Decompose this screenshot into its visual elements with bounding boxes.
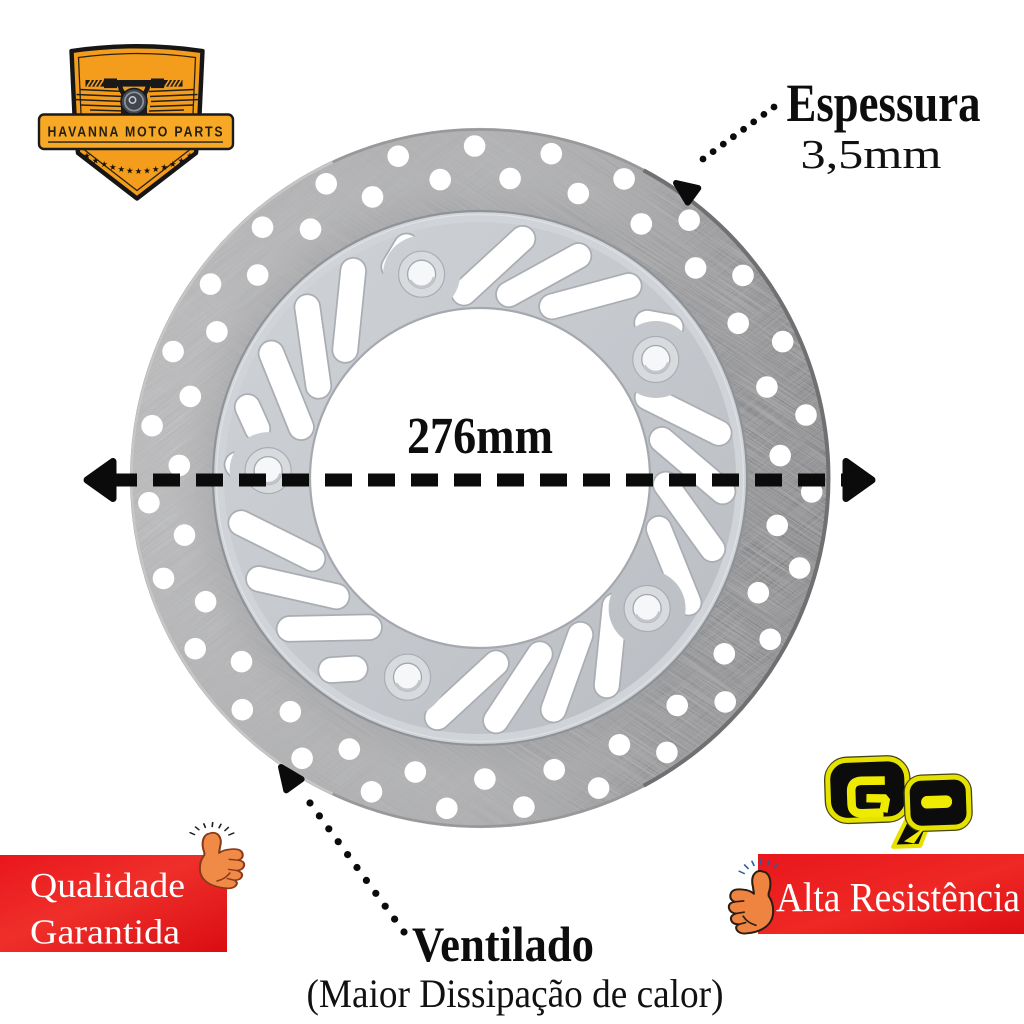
svg-text:★: ★ <box>186 151 194 161</box>
svg-text:★: ★ <box>135 166 143 176</box>
svg-text:★: ★ <box>117 164 125 174</box>
svg-text:Ventilado: Ventilado <box>412 916 594 972</box>
svg-text:276mm: 276mm <box>407 408 553 465</box>
svg-text:★: ★ <box>92 155 100 165</box>
svg-text:★: ★ <box>143 165 151 175</box>
svg-text:(Maior Dissipação de calor): (Maior Dissipação de calor) <box>307 971 724 1016</box>
svg-text:3,5mm: 3,5mm <box>801 131 942 177</box>
svg-text:Qualidade: Qualidade <box>30 866 185 905</box>
svg-text:★: ★ <box>152 164 160 174</box>
svg-text:★: ★ <box>126 165 134 175</box>
svg-text:★: ★ <box>169 159 177 169</box>
svg-text:HAVANNA MOTO PARTS: HAVANNA MOTO PARTS <box>48 125 225 141</box>
svg-text:Alta Resistência: Alta Resistência <box>776 874 1020 920</box>
svg-text:★: ★ <box>100 159 108 169</box>
svg-text:★: ★ <box>109 162 117 172</box>
svg-text:Garantida: Garantida <box>30 913 181 952</box>
svg-text:★: ★ <box>160 162 168 172</box>
svg-text:Espessura: Espessura <box>787 73 981 133</box>
svg-text:★: ★ <box>83 151 91 161</box>
svg-text:★: ★ <box>178 155 186 165</box>
